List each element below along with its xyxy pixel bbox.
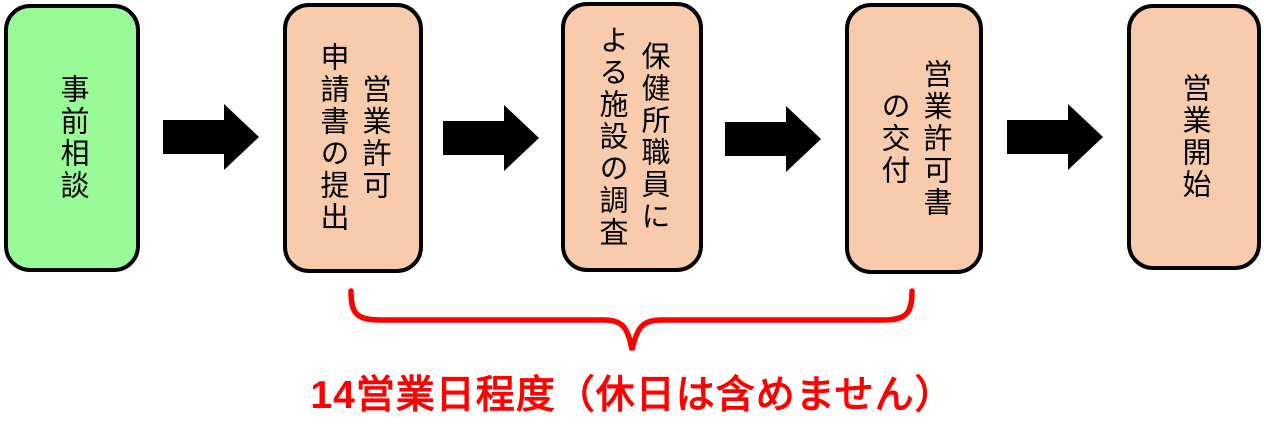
step-label-permit-issuance: 営業許可書 の交付 bbox=[877, 58, 952, 219]
step-box-prior-consultation: 事前相談 bbox=[4, 4, 140, 272]
step-box-business-start: 営業開始 bbox=[1127, 4, 1261, 270]
right-arrow-icon bbox=[725, 106, 821, 172]
step-box-permit-issuance: 営業許可書 の交付 bbox=[845, 3, 983, 274]
right-arrow-icon bbox=[163, 104, 259, 170]
step-box-application-submission: 営業許可 申請書の提出 bbox=[283, 3, 423, 273]
step-label-prior-consultation: 事前相談 bbox=[56, 74, 89, 202]
step-box-facility-inspection: 保健所職員に よる施設の調査 bbox=[561, 2, 703, 272]
step-label-facility-inspection: 保健所職員に よる施設の調査 bbox=[595, 25, 670, 249]
right-arrow-icon bbox=[443, 105, 539, 171]
step-label-business-start: 営業開始 bbox=[1178, 73, 1211, 201]
step-label-application-submission: 営業許可 申請書の提出 bbox=[316, 42, 391, 234]
duration-label: 14営業日程度（休日は含めません） bbox=[310, 374, 955, 417]
right-arrow-icon bbox=[1007, 104, 1103, 170]
